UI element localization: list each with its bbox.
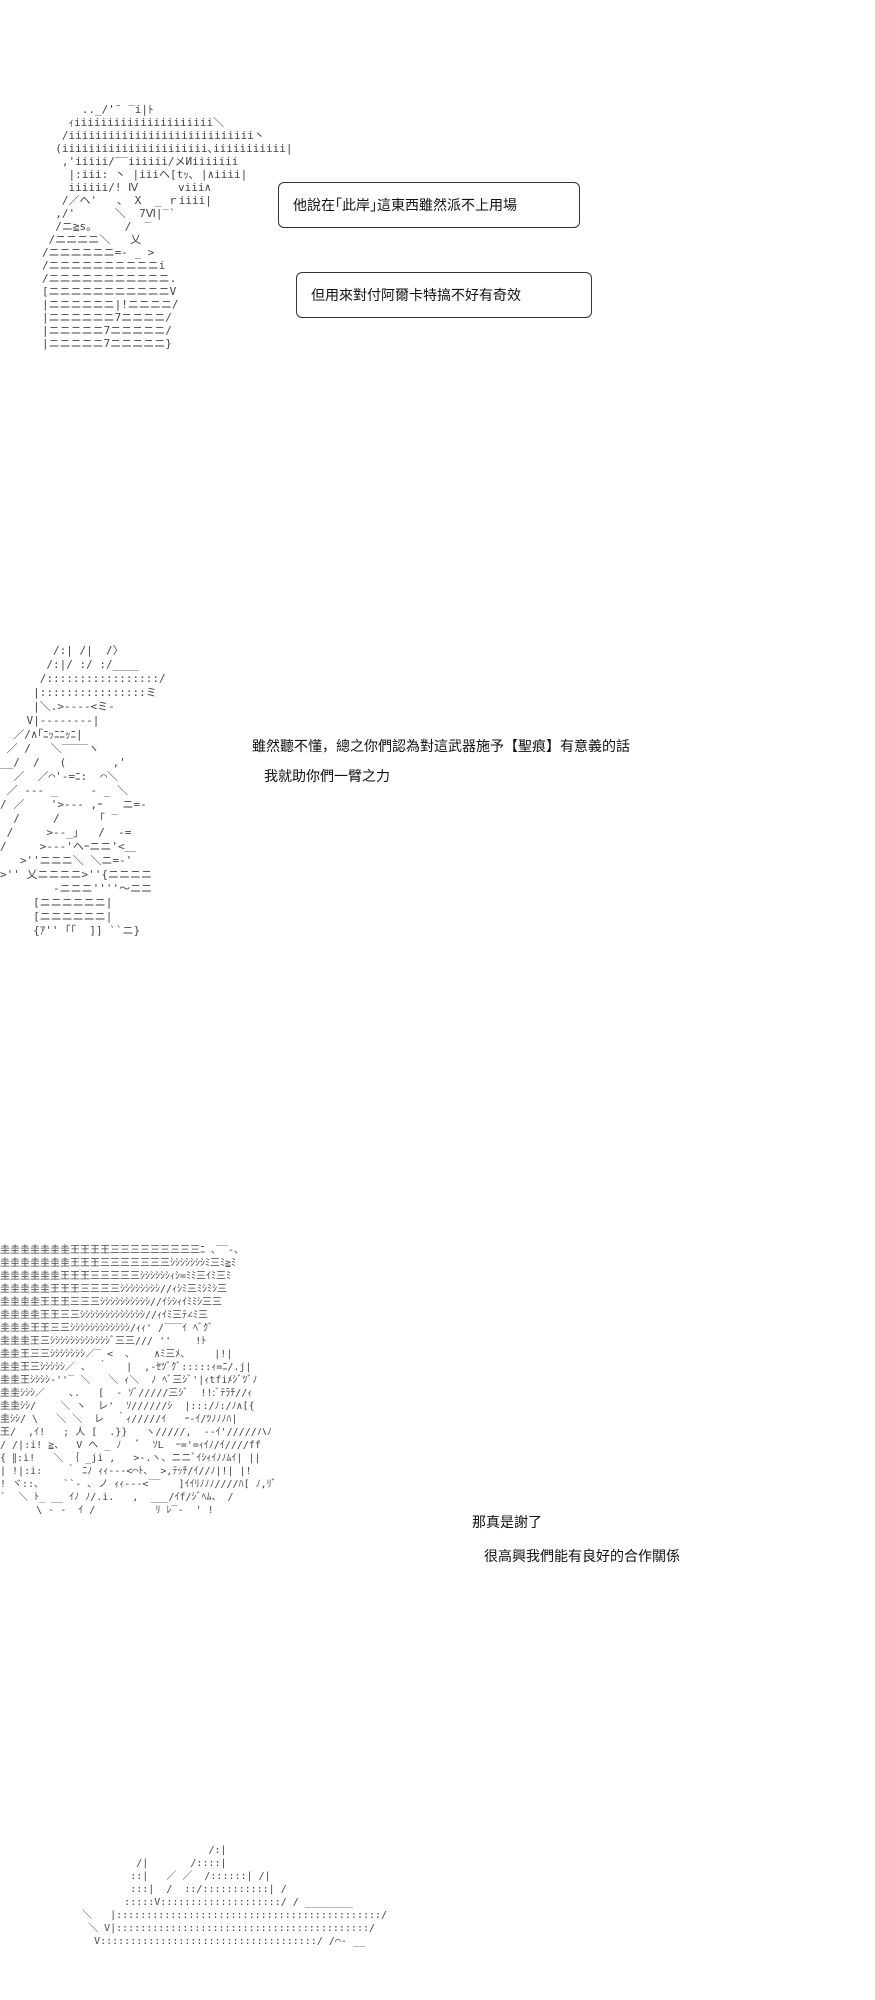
art-line: ::| ／ ／ /::::::| /| <box>70 1870 271 1882</box>
art-line: [ニニニニニニ| <box>0 910 112 923</box>
speech-bubble-2-text: 但用來對付阿爾卡特搞不好有奇效 <box>311 288 521 304</box>
art-line: |ニニニニニニ|!ニニニニ/ <box>42 298 179 311</box>
art-line: ／ / ＼‾‾‾‾ヽ <box>0 742 99 755</box>
art-line: 圭圭圭王王三三ｼｼｼｼｼｼｼｼｼｼｼｼ/ｨｨ' /‾‾‾ｲ ﾍﾞｸﾞ <box>0 1321 213 1334</box>
art-line: |:iii: 丶 |iiiヘ[tｯ､ |∧iiii| <box>42 168 247 181</box>
art-line: /ニニニニニニニニニニi <box>42 259 165 272</box>
art-line: 圭圭圭圭圭圭圭王王王三三三三三三三ｼｼｼｼｼｼｼﾐ三ﾐ≧ﾐ <box>0 1256 236 1269</box>
art-line: 圭ｼｼ/ \ ＼ ＼ レ ｀ｨ/////ｲ ｰ‐ｲ/ﾂﾉﾉﾉﾊ| <box>0 1411 237 1425</box>
art-line: 圭圭圭圭圭圭圭王王王王三三三三三三三三三ﾆ ､‾‾‐､ <box>0 1243 239 1256</box>
art-line: (iiiiiiiiiiiiiiiiiiiiii､iiiiiiiiiii| <box>42 142 293 155</box>
art-line: / >‐‐‐'ヘｰニニ'<＿ <box>0 840 136 853</box>
art-line: /／ヘ' 、 X _ ｒiiii| <box>42 194 212 207</box>
art-line: 圭圭ｼｼｼ／ ､. [ ‐ ｿﾞ/////三ｼﾞ !!:ﾞﾃﾗﾁ//ｨ <box>0 1386 252 1399</box>
art-line: |ニニニニニ7ニニニニニ/ <box>42 324 172 337</box>
art-line: \ ‐ - ｲ / ﾘ ﾚ‾‐ ' ! <box>0 1505 214 1516</box>
art-line: 圭圭王ｼｼｼｼ‐''‾ ＼ ＼ ｨ＼ ﾉ ﾍﾞ三ｼﾞ'|ｨtfiﾒｼﾞﾂﾞﾉ <box>0 1373 257 1386</box>
ascii-art-character-3: 圭圭圭圭圭圭圭王王王王三三三三三三三三三ﾆ ､‾‾‐､圭圭圭圭圭圭圭王王王三三三… <box>0 1243 277 1516</box>
speech-text-3-line-1: 那真是謝了 <box>472 1515 542 1531</box>
art-line: :::::V::::::::::::::::::::/ / ________ <box>70 1897 354 1908</box>
art-line: |ニニニニニニ7ニニニニ/ <box>42 311 172 324</box>
art-line: 圭圭圭王三ｼｼｼｼｼｼｼｼｼｼｼｼﾞ三三/// '' !ﾄ <box>0 1334 206 1347</box>
art-line: /:|/ :/ :/____ <box>0 658 139 671</box>
art-line: ＼ |:::::::::::::::::::::::::::::::::::::… <box>70 1909 387 1921</box>
art-line: 圭圭ｼｼ/ ＼ ヽ レ' ｿ//////ｼ |:::/ﾉ:/ﾉ∧[{ <box>0 1399 255 1412</box>
panel-3: 圭圭圭圭圭圭圭王王王王三三三三三三三三三ﾆ ､‾‾‐､圭圭圭圭圭圭圭王王王三三三… <box>0 1230 875 1650</box>
art-line: /iiiiiiiiiiiiiiiiiiiiiiiiiiii丶 <box>42 129 265 142</box>
art-line: V::::::::::::::::::::::::::::::::::::/ /… <box>70 1936 366 1947</box>
art-line: [ニニニニニニ| <box>0 896 112 909</box>
art-line: ／ ／⌒'‐=ﾆ: ⌒＼ <box>0 770 118 783</box>
art-line: |::::::::::::::::ミ <box>0 686 157 699</box>
art-line: / /|:i! ≧、 V ヘ _ ﾉ ﾞ ｿL ｰ='=ｨｲﾉ/ｲ////ff <box>0 1439 261 1451</box>
art-line: /:| <box>70 1845 227 1856</box>
art-line: 圭圭圭圭王王王三三三ｼｼｼｼｼｼｼｼｼｼ//ｲｼｼｨｲﾐﾐｼ三三 <box>0 1295 222 1308</box>
art-line: 圭圭王三三ｼｼｼｼｼｼｼ／‾ < ､ ∧ﾐ三ﾒ、 |!| <box>0 1347 232 1360</box>
art-line: / ／ '>‐‐‐ ,ｰ ニ=- <box>0 798 147 811</box>
art-line: 圭圭圭圭王王三三ｼｼｼｼｼｼｼｼｼｼｼｼｼ//ｨｲﾐ三ﾃ∠ﾐ三 <box>0 1308 208 1321</box>
art-line: ` ＼ ﾄ_ __ ｲﾉ ﾉ/.i. , ___/ｲf/ｼﾞﾍﾑ、 / <box>0 1491 234 1503</box>
art-line: ／ -‐‐ _ ‐ _ ＼ <box>0 784 128 797</box>
art-line: /ニニニニ＼ 乂 <box>42 233 141 246</box>
art-line: /ニ≧s｡ / ‾ <box>42 220 152 233</box>
art-line: ｨiiiiiiiiiiiiiiiiiiiii＼ <box>42 116 224 129</box>
speech-bubble-1-text: 他說在｢此岸｣這東西雖然派不上用場 <box>293 198 517 214</box>
speech-bubble-2: 但用來對付阿爾卡特搞不好有奇效 <box>296 272 592 318</box>
art-line: / >‐‐_｣ / ‐= <box>0 826 132 839</box>
art-line: :::| / ::/:::::::::::| / <box>70 1884 287 1895</box>
art-line: | !|:i: ｀ ﾆﾉ ｨｨ‐‐‐<⌒ﾄ､ >,ﾃｯﾁ/ｲ//ﾉ|!| |! <box>0 1463 252 1477</box>
speech-text-2-line-2: 我就助你們一臂之力 <box>264 769 390 785</box>
art-line: -ニニニ''''～ニニ <box>0 882 152 895</box>
art-line: { ∥:i! ＼ ｛ _ji , >-.ヽ、ニニﾞｲｼｨｲﾉﾉﾑｲ| || <box>0 1452 261 1464</box>
art-line: >'' 乂ニニニニ>''{ニニニニ <box>0 868 152 881</box>
art-line: 圭圭王三ｼｼｼｼｼ／ ､ ｀ | ,-ｾﾂﾞｸﾞ:::::ｨ=ﾆ/.j| <box>0 1359 251 1373</box>
art-line: .._/'¨ ‾i|ﾄ <box>42 103 153 116</box>
speech-bubble-1: 他說在｢此岸｣這東西雖然派不上用場 <box>278 182 580 228</box>
art-line: ／/∧｢ﾆｯﾆﾆｯﾆ| <box>0 728 83 741</box>
art-line: [ニニニニニニニニニニニV <box>42 285 177 298</box>
ascii-art-character-4: /:| /| /::::| ::| ／ ／ /::::::| /| :::| /… <box>70 1845 387 1947</box>
art-line: / / ｢ ‾ <box>0 812 125 825</box>
panel-2: /:| /| /〉 /:|/ :/ :/____ /::::::::::::::… <box>0 620 875 1060</box>
panel-4: /:| /| /::::| ::| ／ ／ /::::::| /| :::| /… <box>0 1820 875 2000</box>
art-line: {ｱ'' ｢｢ ]] ``ニ} <box>0 924 140 937</box>
art-line: iiiiii/! Ⅳ viii∧ <box>42 181 211 194</box>
art-line: ,'iiiii/‾‾iiiiii/メИiiiiiii <box>42 155 238 168</box>
art-line: __/ / ( ,' <box>0 756 126 769</box>
art-line: ＼ V|::::::::::::::::::::::::::::::::::::… <box>70 1922 375 1934</box>
art-line: /ニニニニニニ=- _ > <box>42 246 155 259</box>
art-line: ! ヾ::､ ``‐ ､ ノ ｨｨ‐‐‐<‾‾ ]ｲｲﾘﾉﾉﾉ////ﾊ[ ﾉ,… <box>0 1478 277 1490</box>
art-line: V|‐‐‐‐‐‐‐‐| <box>0 714 99 727</box>
ascii-art-character-1: .._/'¨ ‾i|ﾄ ｨiiiiiiiiiiiiiiiiiiiii＼ /iii… <box>42 103 293 350</box>
art-line: /| /::::| <box>70 1858 227 1869</box>
speech-text-2-line-1: 雖然聽不懂，總之你們認為對這武器施予【聖痕】有意義的話 <box>252 739 630 755</box>
art-line: >''ニニニ＼ ＼ニ=-' <box>0 854 132 867</box>
art-line: |＼.>‐‐‐‐<ミ- <box>0 700 115 713</box>
art-line: 圭圭圭圭圭圭王王王三三三三三ｼｼｼｼｼｼｨｼ=ﾐﾐ三ｲﾐ三ﾐ <box>0 1269 231 1282</box>
panel-1: .._/'¨ ‾i|ﾄ ｨiiiiiiiiiiiiiiiiiiiii＼ /iii… <box>0 0 875 460</box>
ascii-art-character-2: /:| /| /〉 /:|/ :/ :/____ /::::::::::::::… <box>0 644 166 937</box>
art-line: /:::::::::::::::::/ <box>0 672 166 685</box>
art-line: /:| /| /〉 <box>0 644 124 657</box>
art-line: /ニニニニニニニニニニニ. <box>42 272 176 285</box>
speech-text-3-line-2: 很高興我們能有良好的合作關係 <box>484 1549 680 1565</box>
art-line: 王/ ,ｲ! ; 人 [ .}} ヽ/////, -‐ｲ'/////ハﾉ <box>0 1426 272 1438</box>
art-line: ,/' ＼ 7Ⅵ|‾` <box>42 207 176 220</box>
art-line: 圭圭圭圭圭王王王三三三三ｼｼｼｼｼｼｼｼ//ｨｼﾐ三ﾐｼﾐｼ三 <box>0 1282 227 1295</box>
art-line: |ニニニニニ7ニニニニニ} <box>42 337 172 350</box>
